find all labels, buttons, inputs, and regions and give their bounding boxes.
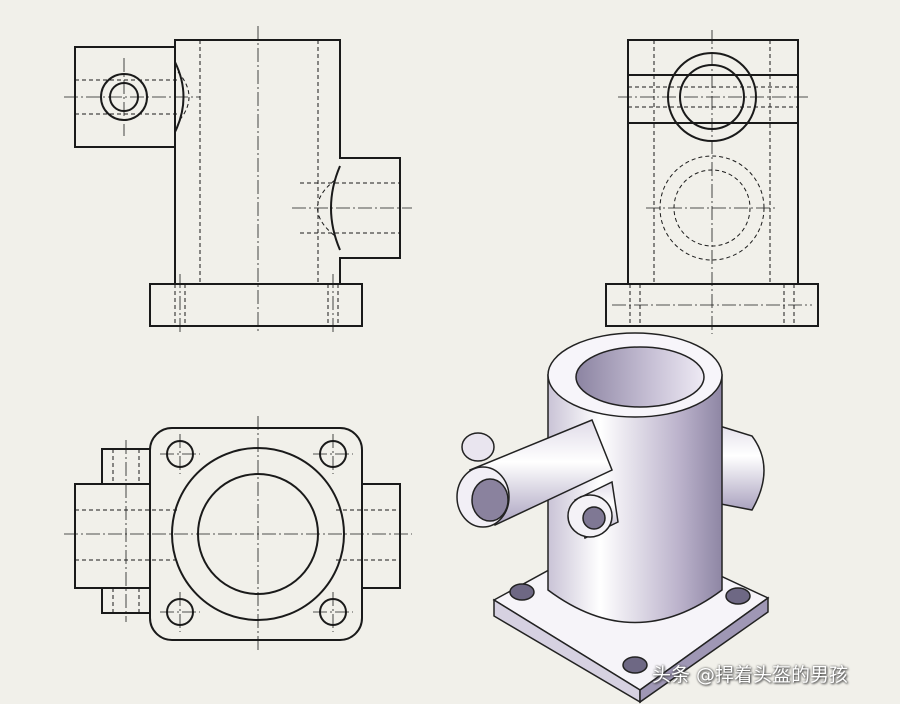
top-view bbox=[64, 416, 412, 652]
side-view bbox=[605, 30, 819, 334]
watermark-text: 头条 @捍着头盔的男孩 bbox=[652, 664, 849, 686]
front-view bbox=[64, 26, 412, 334]
isometric-view bbox=[456, 332, 770, 704]
